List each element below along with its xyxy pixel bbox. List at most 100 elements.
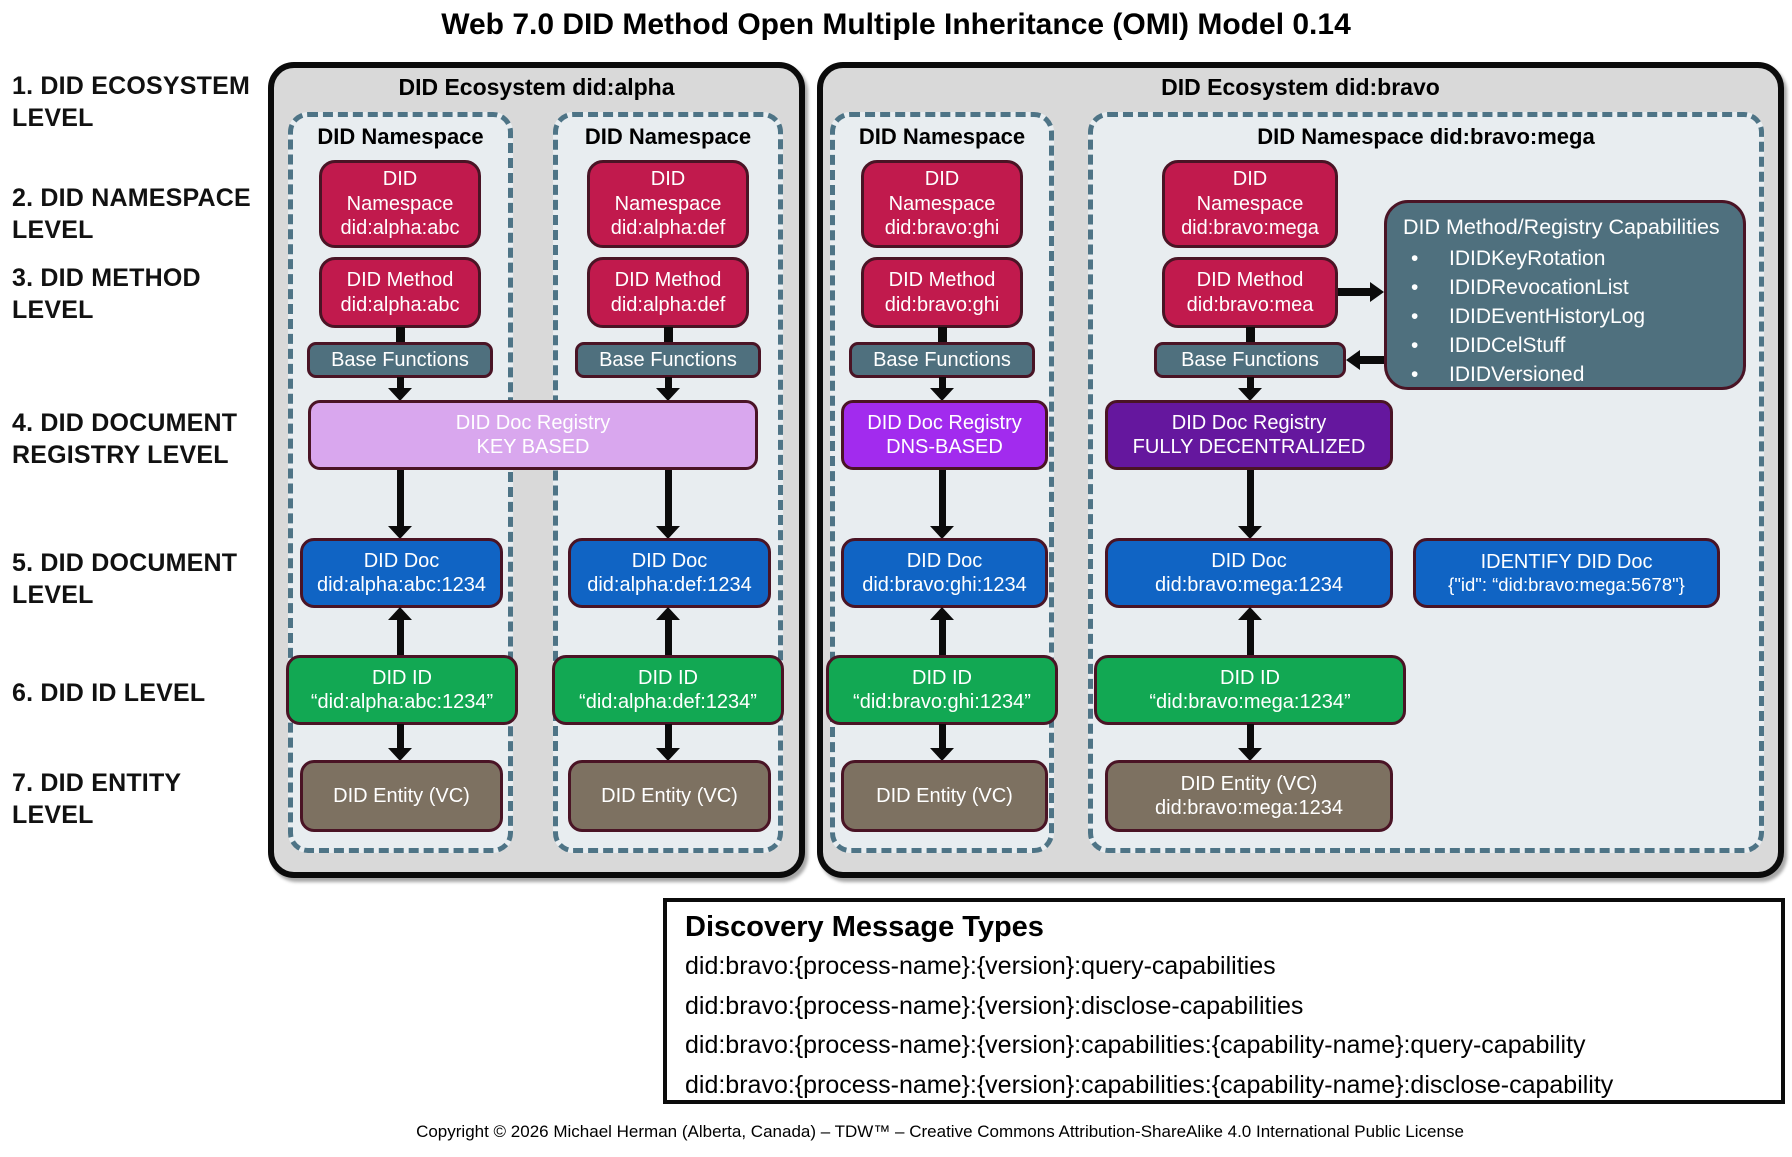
level-label-id: 6. DID ID LEVEL <box>12 679 206 707</box>
flow-arrow-up <box>655 607 681 656</box>
namespace-box-label: DID Namespace <box>1196 168 1304 215</box>
ecosystem-bravo-title: DID Ecosystem did:bravo <box>1161 74 1440 100</box>
ecosystem-alpha-title: DID Ecosystem did:alpha <box>398 74 675 100</box>
namespace-header-alpha-def: DID Namespace <box>584 124 752 149</box>
capability-item: IDIDKeyRotation <box>1403 244 1729 273</box>
base-functions-label: Base Functions <box>873 348 1011 371</box>
did-entity-label: DID Entity (VC) <box>1180 772 1318 795</box>
did-entity-box-alpha-abc: DID Entity (VC) <box>300 760 503 832</box>
did-id-value: “did:alpha:abc:1234” <box>310 691 494 713</box>
level-label-ecosystem: 1. DID ECOSYSTEM LEVEL <box>12 72 250 132</box>
registry-box-dns-based: DID Doc Registry DNS-BASED <box>841 400 1048 470</box>
page-title: Web 7.0 DID Method Open Multiple Inherit… <box>441 8 1351 41</box>
method-box-label: DID Method <box>614 269 722 292</box>
did-doc-label: DID Doc <box>631 549 708 572</box>
did-id-box-alpha-abc: DID ID “did:alpha:abc:1234” <box>286 655 518 725</box>
identify-did-doc-label: IDENTIFY DID Doc <box>1480 550 1653 573</box>
did-doc-label: DID Doc <box>363 549 440 572</box>
level-label-namespace: 2. DID NAMESPACE LEVEL <box>12 184 251 244</box>
did-doc-box-alpha-abc: DID Doc did:alpha:abc:1234 <box>300 538 503 608</box>
did-doc-box-bravo-mega: DID Doc did:bravo:mega:1234 <box>1105 538 1393 608</box>
flow-arrow-down <box>387 470 413 539</box>
did-id-box-alpha-def: DID ID “did:alpha:def:1234” <box>552 655 784 725</box>
registry-label: DID Doc Registry <box>1171 411 1327 434</box>
method-box-bravo-mega: DID Method did:bravo:mea <box>1162 257 1338 328</box>
flow-arrow-down <box>655 724 681 761</box>
base-functions-box-alpha-abc: Base Functions <box>307 342 493 378</box>
registry-box-fully-decentralized: DID Doc Registry FULLY DECENTRALIZED <box>1105 400 1393 470</box>
discovery-title: Discovery Message Types <box>685 911 1044 943</box>
capability-item: IDIDVersioned <box>1403 360 1729 389</box>
connector-line <box>1246 327 1255 343</box>
registry-type: KEY BASED <box>476 436 590 458</box>
connector-line <box>664 327 673 343</box>
copyright-notice: Copyright © 2026 Michael Herman (Alberta… <box>416 1122 1464 1141</box>
namespace-header-alpha-abc: DID Namespace <box>317 124 484 149</box>
did-id-value: “did:alpha:def:1234” <box>579 691 757 713</box>
did-entity-label: DID Entity (VC) <box>333 784 470 807</box>
did-entity-label: DID Entity (VC) <box>601 784 738 807</box>
base-functions-label: Base Functions <box>331 348 469 371</box>
method-box-label: DID Method <box>888 269 996 292</box>
flow-arrow-down <box>1237 377 1263 401</box>
namespace-header-bravo-ghi: DID Namespace <box>858 124 1026 149</box>
method-box-label: DID Method <box>1196 269 1304 292</box>
flow-arrow-right <box>1338 282 1384 302</box>
registry-type: DNS-BASED <box>886 436 1003 458</box>
flow-arrow-down <box>1237 724 1263 761</box>
method-box-value: did:bravo:ghi <box>884 293 1000 316</box>
did-id-label: DID ID <box>638 666 698 689</box>
flow-arrow-down <box>929 470 955 539</box>
identify-did-doc-value: {"id": “did:bravo:mega:5678"} <box>1448 573 1685 595</box>
base-functions-box-bravo-ghi: Base Functions <box>849 342 1035 378</box>
did-id-box-bravo-mega: DID ID “did:bravo:mega:1234” <box>1094 655 1406 725</box>
base-functions-box-alpha-def: Base Functions <box>575 342 761 378</box>
namespace-box-bravo-mega: DID Namespace did:bravo:mega <box>1162 160 1338 248</box>
did-id-label: DID ID <box>1220 666 1280 689</box>
capabilities-box: DID Method/Registry Capabilities IDIDKey… <box>1384 200 1746 390</box>
did-entity-box-bravo-ghi: DID Entity (VC) <box>841 760 1048 832</box>
namespace-box-value: did:alpha:def <box>610 217 726 240</box>
namespace-header-bravo-mega: DID Namespace did:bravo:mega <box>1257 124 1595 149</box>
discovery-line: did:bravo:{process-name}:{version}:capab… <box>685 1031 1586 1060</box>
method-box-value: did:alpha:abc <box>340 293 460 316</box>
namespace-box-label: DID Namespace <box>346 168 454 215</box>
did-id-label: DID ID <box>912 666 972 689</box>
namespace-box-value: did:alpha:abc <box>340 217 460 240</box>
did-id-value: “did:bravo:mega:1234” <box>1149 691 1351 713</box>
flow-arrow-up <box>929 607 955 656</box>
flow-arrow-down <box>387 377 413 401</box>
capability-item: IDIDCelStuff <box>1403 331 1729 360</box>
did-entity-value: did:bravo:mega:1234 <box>1155 797 1343 819</box>
method-box-value: did:bravo:mea <box>1186 293 1314 316</box>
namespace-box-bravo-ghi: DID Namespace did:bravo:ghi <box>861 160 1023 248</box>
method-box-label: DID Method <box>346 269 454 292</box>
flow-arrow-up <box>387 607 413 656</box>
capabilities-title: DID Method/Registry Capabilities <box>1403 215 1720 239</box>
discovery-line: did:bravo:{process-name}:{version}:capab… <box>685 1070 1614 1099</box>
connector-line <box>938 327 947 343</box>
registry-label: DID Doc Registry <box>455 411 611 434</box>
base-functions-label: Base Functions <box>1181 348 1319 371</box>
did-entity-label: DID Entity (VC) <box>876 784 1013 807</box>
level-label-entity: 7. DID ENTITY LEVEL <box>12 769 181 829</box>
base-functions-box-bravo-mega: Base Functions <box>1154 342 1346 378</box>
method-box-alpha-def: DID Method did:alpha:def <box>587 257 749 328</box>
flow-arrow-down <box>387 724 413 761</box>
namespace-box-value: did:bravo:ghi <box>884 217 1000 240</box>
discovery-line: did:bravo:{process-name}:{version}:discl… <box>685 991 1304 1020</box>
flow-arrow-down <box>655 377 681 401</box>
flow-arrow-up <box>1237 607 1263 656</box>
flow-arrow-left <box>1346 350 1384 370</box>
level-label-method: 3. DID METHOD LEVEL <box>12 264 201 324</box>
namespace-box-label: DID Namespace <box>888 168 996 215</box>
level-label-document: 5. DID DOCUMENT LEVEL <box>12 549 238 609</box>
did-entity-box-alpha-def: DID Entity (VC) <box>568 760 771 832</box>
flow-arrow-down <box>929 377 955 401</box>
capabilities-list: IDIDKeyRotation IDIDRevocationList IDIDE… <box>1403 244 1729 389</box>
capability-item: IDIDRevocationList <box>1403 273 1729 302</box>
did-doc-value: did:bravo:ghi:1234 <box>862 574 1027 596</box>
namespace-box-alpha-def: DID Namespace did:alpha:def <box>587 160 749 248</box>
did-doc-value: did:alpha:abc:1234 <box>316 574 487 596</box>
